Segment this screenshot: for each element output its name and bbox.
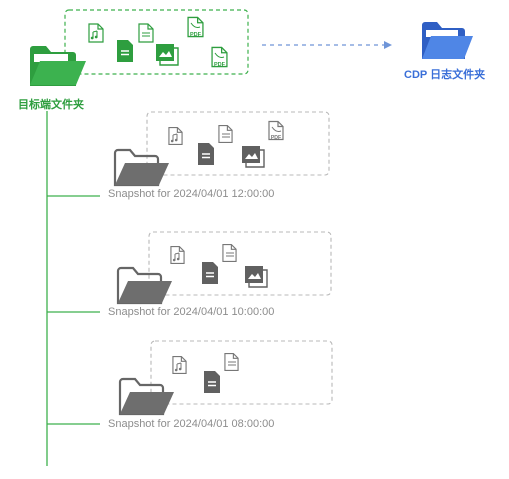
cdp-folder-label: CDP 日志文件夹 <box>404 69 486 81</box>
snapshot-3-label: Snapshot for 2024/04/01 08:00:00 <box>108 418 275 430</box>
snapshot-2-folder-icon <box>116 266 172 305</box>
cdp-folder-icon <box>422 22 473 59</box>
snapshot-1-label: Snapshot for 2024/04/01 12:00:00 <box>108 188 275 200</box>
snapshot-3-files-box <box>150 340 333 405</box>
snapshot-1-text-file-icon <box>218 124 233 144</box>
snapshot-3-text-file-icon <box>224 352 239 372</box>
snapshot-1-document-file-icon <box>198 143 214 165</box>
snapshot-2-files-box <box>148 231 332 296</box>
snapshot-3-audio-file-icon <box>172 355 187 375</box>
snapshot-3-document-file-icon <box>204 371 220 393</box>
target-files-box <box>64 9 249 75</box>
target-pdf-file-icon-2: PDF <box>211 46 228 68</box>
target-document-file-icon <box>117 40 133 62</box>
snapshot-1-image-file-icon <box>242 146 265 168</box>
target-pdf-file-icon: PDF <box>187 16 204 38</box>
snapshot-2-audio-file-icon <box>170 245 185 265</box>
target-image-file-icon <box>156 44 179 66</box>
snapshot-1-folder-icon <box>113 148 169 187</box>
snapshot-2-label: Snapshot for 2024/04/01 10:00:00 <box>108 306 275 318</box>
snapshot-1-pdf-file-icon: PDF <box>268 120 284 141</box>
target-audio-file-icon <box>88 23 104 43</box>
snapshot-1-files-box <box>146 111 330 176</box>
target-folder-icon <box>30 46 86 86</box>
target-folder-label: 目标端文件夹 <box>18 99 84 111</box>
target-text-file-icon <box>138 23 154 43</box>
snapshot-1-audio-file-icon <box>168 126 183 146</box>
svg-text:PDF: PDF <box>271 135 281 141</box>
sync-arrow <box>262 41 392 49</box>
snapshot-2-document-file-icon <box>202 262 218 284</box>
svg-text:PDF: PDF <box>190 32 202 38</box>
svg-text:PDF: PDF <box>214 62 226 68</box>
snapshot-3-folder-icon <box>118 377 174 416</box>
snapshot-2-text-file-icon <box>222 243 237 263</box>
snapshot-2-image-file-icon <box>245 266 268 288</box>
